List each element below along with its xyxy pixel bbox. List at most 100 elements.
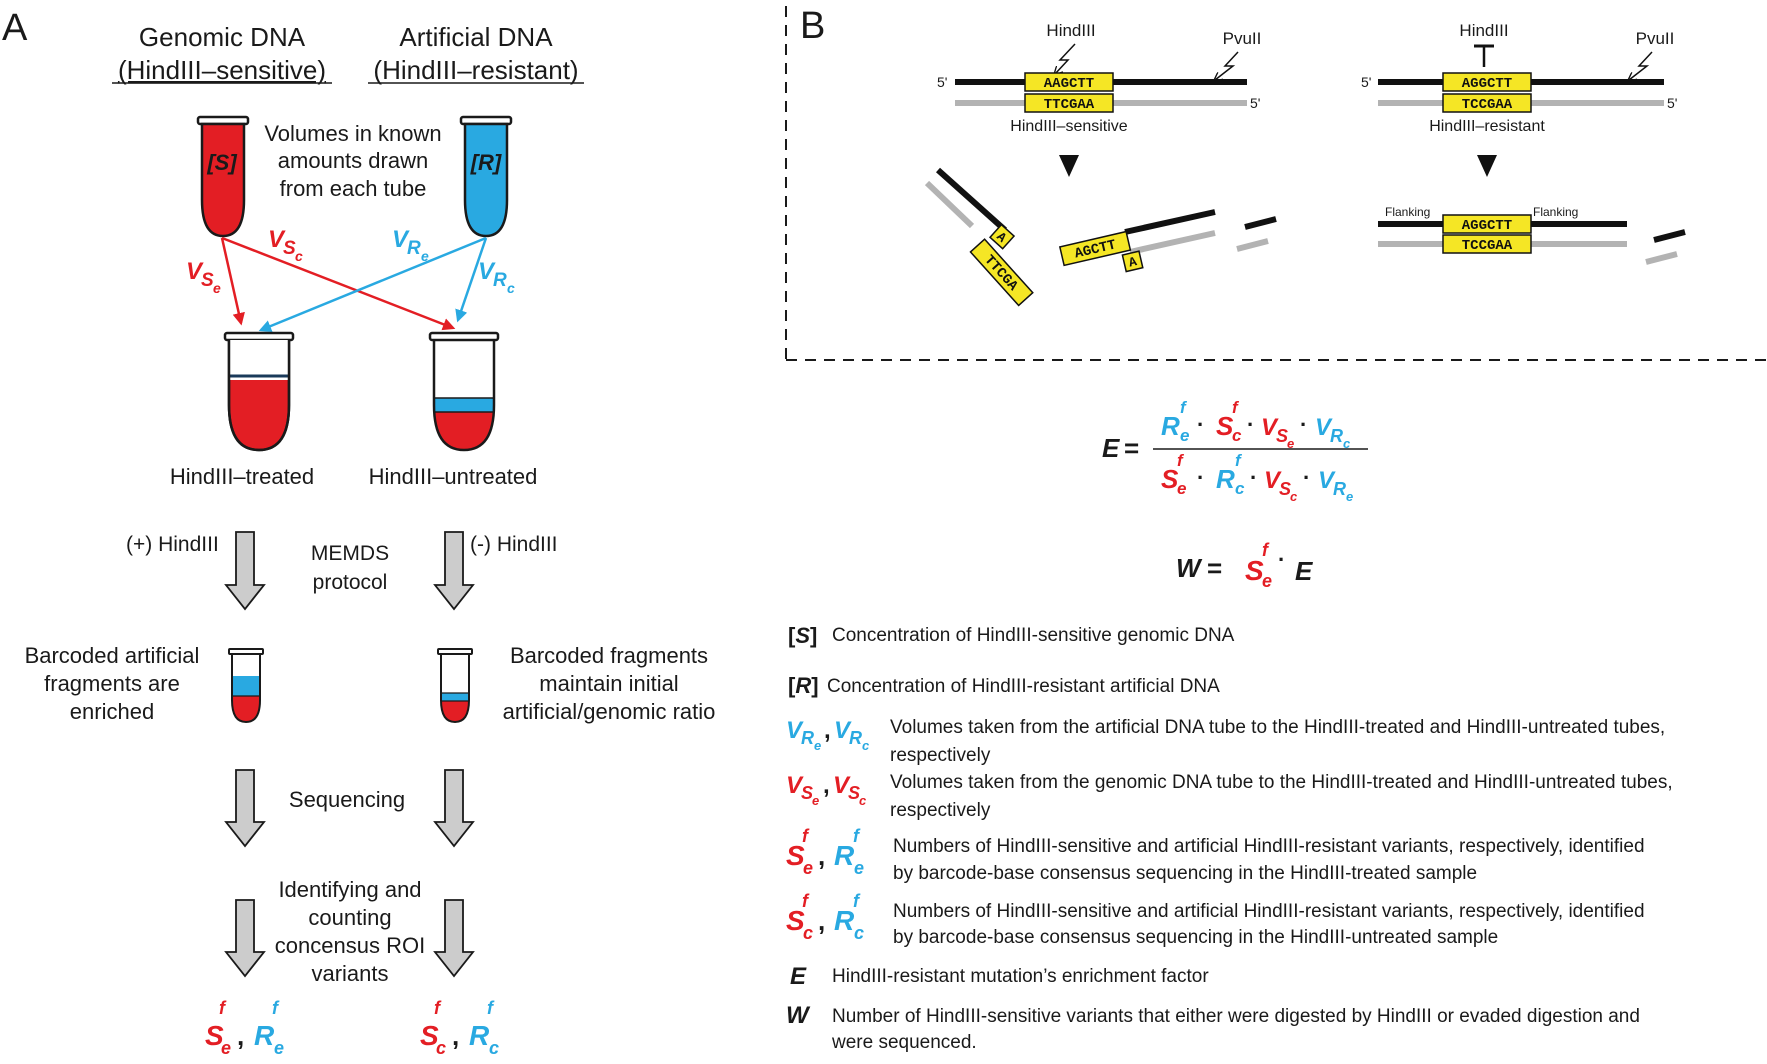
volumes-text-1: Volumes in known (264, 121, 441, 146)
flanking-right: Flanking (1533, 205, 1578, 219)
artificial-subtitle: (HindIII–resistant) (373, 55, 578, 85)
barcoded-right-1: Barcoded fragments (510, 643, 708, 668)
svg-text:c: c (1235, 479, 1245, 498)
volumes-text-3: from each tube (280, 176, 427, 201)
svg-text:R: R (1330, 426, 1343, 446)
seq-top-sensitive: AAGCTT (1044, 76, 1094, 92)
svg-text:R: R (1333, 479, 1346, 499)
svg-text:W: W (786, 1002, 811, 1029)
svg-text:R: R (801, 728, 814, 748)
svg-text:f: f (487, 998, 495, 1018)
tube-r-label: [R] (470, 150, 502, 175)
flow-arrows (224, 531, 475, 978)
treated-label: HindIII–treated (170, 464, 314, 489)
svg-text:[R]: [R] (788, 673, 819, 698)
arrow-vre (258, 236, 487, 333)
arrow-vsc (221, 236, 456, 331)
svg-text:f: f (1180, 398, 1188, 417)
identifying-3: concensus ROI (275, 933, 425, 958)
svg-text:·: · (1247, 412, 1254, 437)
flanking-left: Flanking (1385, 205, 1430, 219)
legend-desc-7: HindIII-resistant mutation’s enrichment … (832, 966, 1209, 987)
svg-text:f: f (1232, 398, 1240, 417)
svg-text:E: E (790, 963, 807, 990)
identifying-1: Identifying and (278, 877, 421, 902)
label-vrc: V R c (478, 258, 515, 296)
label-vse: V S e (186, 258, 221, 296)
svg-text:,: , (818, 906, 825, 936)
svg-text:c: c (1232, 426, 1242, 445)
svg-text:,: , (452, 1021, 459, 1051)
barcoded-left-2: fragments are (44, 671, 180, 696)
svg-text:S: S (420, 1020, 439, 1051)
svg-text:S: S (1161, 464, 1179, 494)
svg-text:,: , (824, 717, 831, 744)
legend-desc-8a: Number of HindIII-sensitive variants tha… (832, 1006, 1640, 1027)
pvuii-label-1: PvuII (1223, 29, 1262, 48)
hindiii-label-2: HindIII (1459, 21, 1508, 40)
svg-text:e: e (854, 858, 864, 878)
svg-text:c: c (859, 793, 867, 808)
svg-text:S: S (205, 1020, 224, 1051)
cut-fragment-right: AGCTT A (1058, 209, 1277, 273)
memds-1: MEMDS (311, 542, 389, 565)
svg-text:e: e (221, 1038, 231, 1058)
genomic-subtitle: (HindIII–sensitive) (118, 55, 326, 85)
artificial-title: Artificial DNA (399, 22, 553, 52)
svg-text:c: c (507, 280, 515, 296)
sensitive-duplex: HindIII PvuII 5' 5' AAGCTT TTCGAA HindII… (937, 21, 1261, 135)
legend: [S] Concentration of HindIII-sensitive g… (786, 623, 1673, 1053)
volumes-text-2: amounts drawn (278, 148, 428, 173)
barcoded-right-2: maintain initial (539, 671, 678, 696)
svg-text:c: c (1290, 489, 1298, 504)
label-vsc: V S c (268, 226, 303, 264)
svg-text:·: · (1197, 412, 1204, 437)
svg-text:E: E (1102, 433, 1120, 463)
svg-text:e: e (1287, 436, 1294, 451)
cut-fragment-left: A TTCGA (924, 167, 1034, 307)
sequencing-label: Sequencing (289, 787, 405, 812)
tube-untreated (428, 331, 500, 452)
svg-text:V: V (1318, 467, 1336, 494)
legend-desc-6b: by barcode-base consensus sequencing in … (893, 927, 1498, 948)
svg-text:,: , (818, 841, 825, 871)
svg-text:S: S (786, 905, 805, 936)
svg-text:e: e (814, 738, 821, 753)
uncut-resistant: Flanking Flanking AGGCTT TCCGAA (1378, 205, 1686, 265)
svg-text:c: c (803, 923, 813, 943)
legend-desc-3a: Volumes taken from the artificial DNA tu… (890, 717, 1665, 738)
legend-desc-6a: Numbers of HindIII-sensitive and artific… (893, 901, 1645, 922)
svg-text:,: , (237, 1021, 244, 1051)
svg-text:c: c (489, 1038, 499, 1058)
arrow-vse (220, 237, 245, 326)
svg-text:V: V (1264, 467, 1282, 494)
svg-text:c: c (862, 738, 870, 753)
svg-text:=: = (1207, 553, 1222, 583)
svg-text:V: V (186, 258, 204, 285)
svg-text:S: S (1279, 479, 1291, 499)
panel-b-label: B (800, 5, 825, 47)
seq-top-resistant-2: AGGCTT (1462, 218, 1512, 234)
svg-text:f: f (802, 891, 810, 911)
svg-text:S: S (1245, 555, 1264, 586)
svg-text:V: V (268, 226, 286, 253)
label-vre: V R e (392, 226, 429, 264)
legend-desc-1: Concentration of HindIII-sensitive genom… (832, 625, 1235, 646)
svg-text:·: · (1197, 465, 1204, 490)
svg-text:V: V (786, 772, 804, 799)
svg-text:V: V (478, 258, 496, 285)
five-prime-3: 5' (1361, 74, 1371, 90)
svg-text:e: e (1346, 489, 1353, 504)
svg-text:V: V (833, 772, 851, 799)
svg-text:f: f (853, 826, 861, 846)
svg-text:·: · (1300, 412, 1307, 437)
svg-text:S: S (786, 840, 805, 871)
svg-text:R: R (493, 270, 507, 291)
svg-text:V: V (834, 717, 852, 744)
svg-text:R: R (1161, 411, 1180, 441)
arrow-vrc (455, 237, 488, 323)
svg-text:·: · (1303, 465, 1310, 490)
legend-desc-5b: by barcode-base consensus sequencing in … (893, 863, 1477, 884)
legend-desc-3b: respectively (890, 745, 991, 766)
down-arrow-sensitive (1059, 155, 1079, 177)
